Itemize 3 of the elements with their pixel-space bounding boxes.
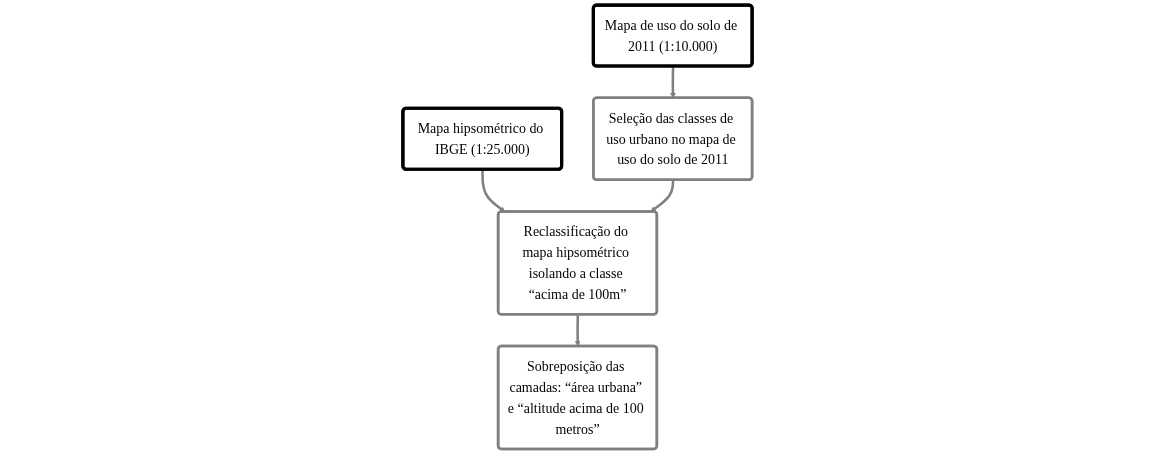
arrow xyxy=(481,169,506,212)
arrow xyxy=(574,314,581,347)
arrow xyxy=(650,180,675,212)
